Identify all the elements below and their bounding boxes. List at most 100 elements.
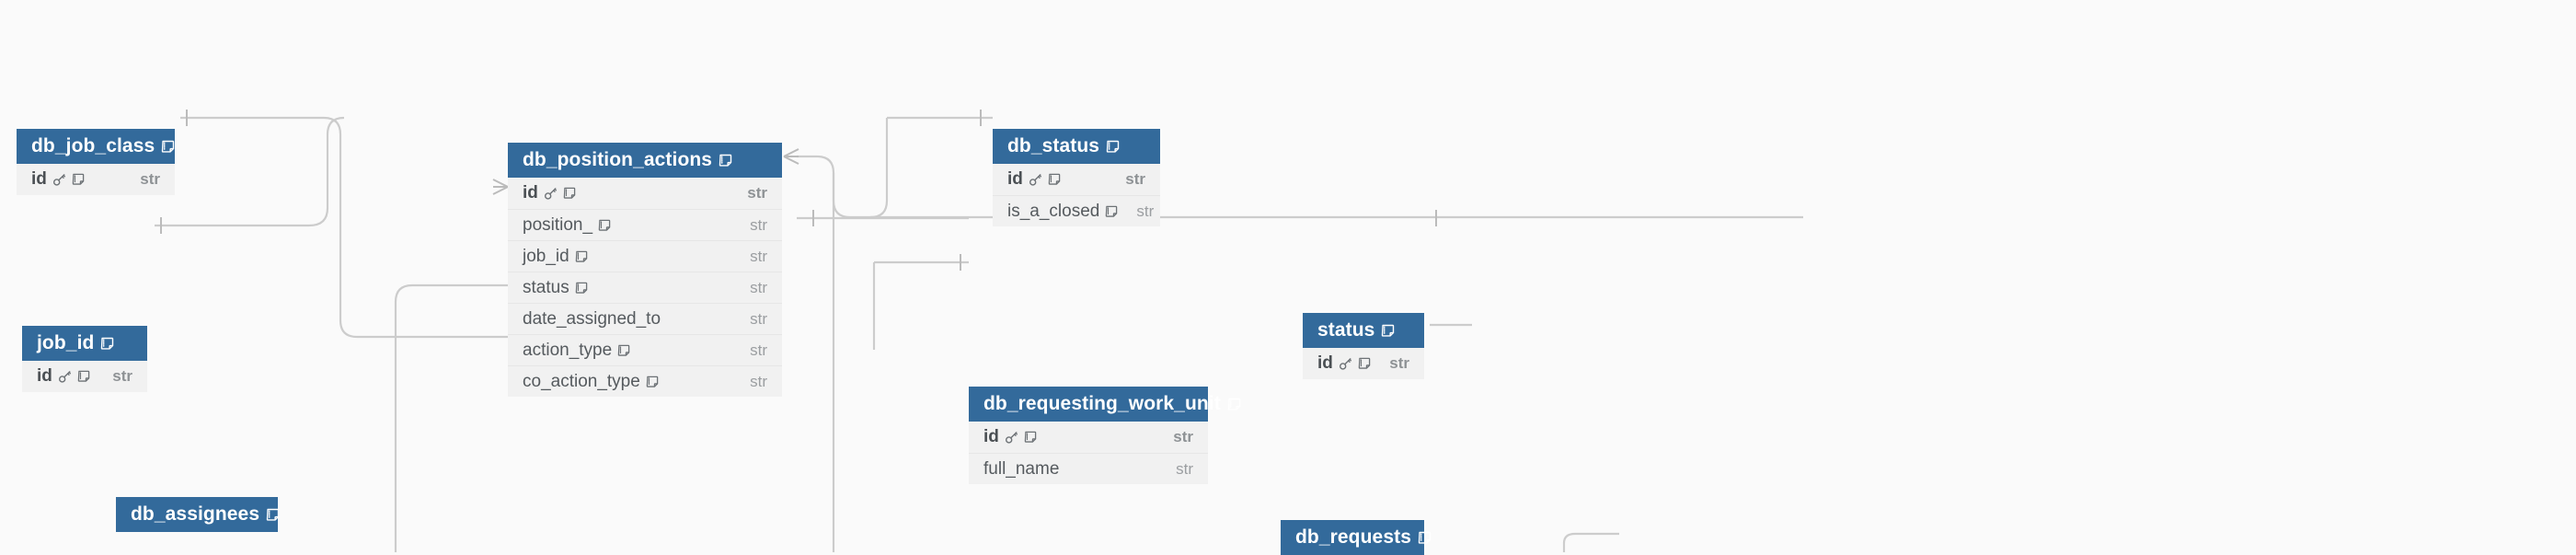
table-header[interactable]: status: [1303, 313, 1424, 348]
note-icon: [719, 154, 732, 168]
key-icon: [544, 187, 558, 201]
edge-requesting-work-unit-stub: [872, 260, 969, 350]
table-card[interactable]: db_requests: [1281, 520, 1424, 555]
note-icon: [1418, 531, 1432, 545]
table-name: db_position_actions: [523, 149, 713, 170]
field-name-group: id: [37, 366, 90, 387]
table-name: job_id: [37, 332, 95, 353]
table-header[interactable]: db_requests: [1281, 520, 1424, 555]
field-name-group: full_name: [983, 459, 1059, 480]
edge-position-actions-to-status: [797, 155, 1803, 219]
note-icon: [598, 219, 611, 232]
field-name-group: id: [31, 169, 85, 190]
field-type: str: [750, 309, 767, 328]
table-header[interactable]: db_position_actions: [508, 143, 782, 178]
note-icon: [646, 376, 659, 388]
field-type: str: [112, 367, 132, 385]
field-type: str: [1125, 170, 1145, 188]
field-row[interactable]: id str: [1303, 348, 1424, 379]
field-row[interactable]: status str: [508, 272, 782, 303]
table-fields: id str: [22, 361, 147, 392]
table-card[interactable]: db_assignees: [116, 497, 278, 532]
field-name: full_name: [983, 458, 1060, 479]
field-row[interactable]: id str: [993, 164, 1160, 195]
note-icon: [1358, 357, 1371, 370]
key-icon: [52, 173, 66, 187]
note-icon: [1048, 173, 1061, 186]
field-name: co_action_type: [523, 371, 640, 391]
field-type: str: [1176, 459, 1193, 478]
field-name-group: id: [1317, 353, 1371, 374]
table-header[interactable]: db_status: [993, 129, 1160, 164]
field-type: str: [747, 184, 767, 202]
field-row[interactable]: full_name str: [969, 453, 1208, 484]
note-icon: [100, 337, 114, 351]
field-row[interactable]: date_assigned_to str: [508, 303, 782, 334]
table-fields: id str: [1303, 348, 1424, 379]
field-row[interactable]: position_str: [508, 209, 782, 240]
table-name: db_status: [1007, 135, 1100, 156]
table-name: status: [1317, 319, 1375, 341]
field-type: str: [140, 170, 160, 188]
field-row[interactable]: is_a_closed str: [993, 195, 1160, 226]
edge-assignees-trunk: [394, 283, 508, 552]
table-name: db_requests: [1295, 526, 1411, 548]
note-icon: [1106, 140, 1120, 154]
table-header[interactable]: db_requesting_work_unit: [969, 387, 1208, 422]
key-icon: [1029, 173, 1042, 187]
edge-job-id-to-position-actions: [155, 116, 345, 227]
field-type: str: [750, 247, 767, 265]
field-name: is_a_closed: [1007, 201, 1100, 221]
note-icon: [1024, 431, 1037, 444]
field-name-group: position_: [523, 215, 611, 236]
table-card[interactable]: status id str: [1303, 313, 1424, 379]
note-icon: [77, 370, 90, 383]
field-type: str: [1136, 202, 1155, 220]
field-name: id: [523, 183, 538, 202]
field-name: id: [1317, 353, 1333, 373]
field-name-group: status: [523, 278, 588, 298]
field-name: id: [983, 427, 999, 446]
field-type: str: [1389, 354, 1409, 372]
field-name: date_assigned_to: [523, 308, 661, 329]
table-name: db_job_class: [31, 135, 155, 156]
edge-into-requests: [1562, 532, 1619, 552]
field-name-group: id: [523, 183, 576, 203]
table-header[interactable]: db_job_class: [17, 129, 175, 164]
note-icon: [72, 173, 85, 186]
field-name: id: [1007, 169, 1023, 189]
field-name: status: [523, 277, 569, 297]
table-header[interactable]: job_id: [22, 326, 147, 361]
field-name: action_type: [523, 340, 613, 360]
key-icon: [1339, 357, 1352, 371]
table-header[interactable]: db_assignees: [116, 497, 278, 532]
field-row[interactable]: id str: [17, 164, 175, 195]
field-name-group: id: [983, 427, 1037, 447]
edge-job-class-to-position-actions: [180, 116, 508, 339]
field-row[interactable]: id str: [22, 361, 147, 392]
note-icon: [1227, 398, 1241, 411]
table-fields: id str: [17, 164, 175, 195]
note-icon: [161, 140, 175, 154]
field-type: str: [750, 278, 767, 296]
field-row[interactable]: id str: [508, 178, 782, 209]
field-name-group: date_assigned_to: [523, 309, 661, 330]
field-type: str: [750, 372, 767, 390]
field-name: id: [37, 366, 52, 386]
note-icon: [266, 508, 280, 522]
field-name: id: [31, 169, 47, 189]
note-icon: [1105, 205, 1118, 218]
field-row[interactable]: co_action_type str: [508, 365, 782, 397]
